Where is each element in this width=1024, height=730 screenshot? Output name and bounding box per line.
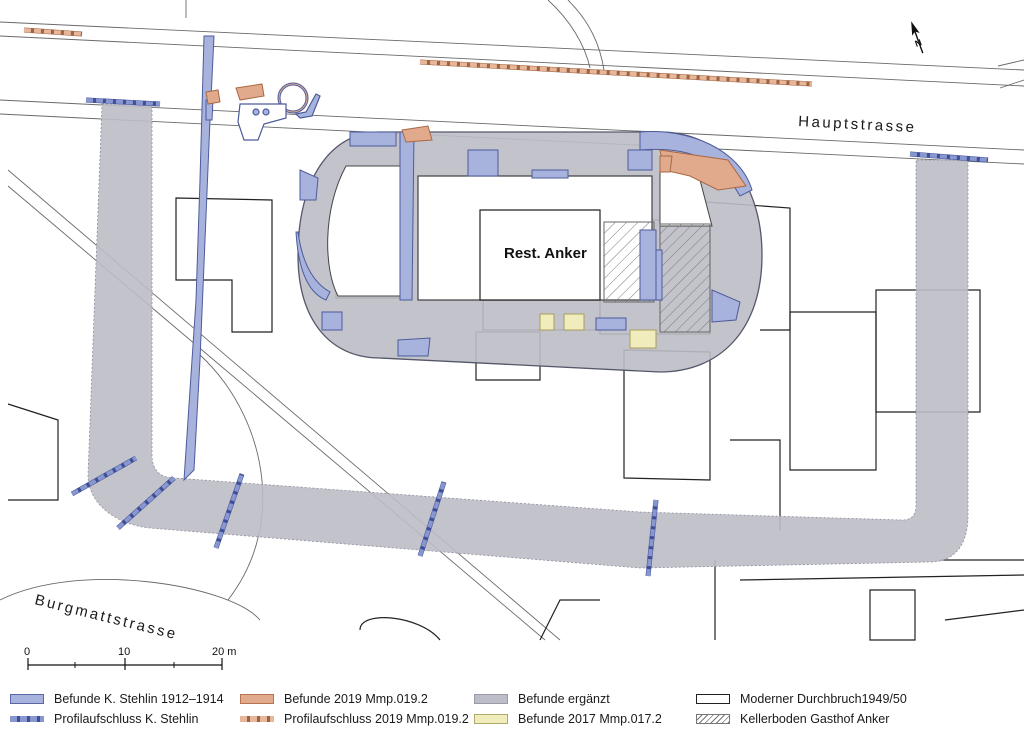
scale-label-0: 0 — [24, 646, 30, 658]
building-label-rest-anker: Rest. Anker — [504, 245, 587, 262]
legend-label: Befunde 2019 Mmp.019.2 — [284, 692, 428, 706]
legend-label: Profilaufschluss 2019 Mmp.019.2 — [284, 712, 469, 726]
legend-item-stehlin: Befunde K. Stehlin 1912–1914 — [10, 690, 224, 708]
legend-label: Kellerboden Gasthof Anker — [740, 712, 890, 726]
street-label-hauptstrasse: Hauptstrasse — [798, 113, 917, 136]
legend-item-durchbruch: Moderner Durchbruch1949/50 — [696, 690, 907, 708]
legend-label: Profilaufschluss K. Stehlin — [54, 712, 199, 726]
legend-swatch-yellow — [474, 714, 508, 724]
scale-label-20m: 20 m — [212, 646, 236, 658]
legend-label: Befunde ergänzt — [518, 692, 610, 706]
legend-swatch-white — [696, 694, 730, 704]
legend-swatch-orange — [240, 694, 274, 704]
legend-label: Befunde K. Stehlin 1912–1914 — [54, 692, 224, 706]
profiles-2019 — [23, 27, 813, 87]
legend-swatch-blue — [10, 694, 44, 704]
legend-item-kellerboden: Kellerboden Gasthof Anker — [696, 710, 889, 728]
legend-swatch-blue-dashed — [10, 716, 44, 722]
scale-bar: 0 10 20 m — [24, 646, 236, 670]
stehlin-profiles — [70, 97, 989, 577]
legend-label: Moderner Durchbruch1949/50 — [740, 692, 907, 706]
legend-item-2017: Befunde 2017 Mmp.017.2 — [474, 710, 662, 728]
round-structure — [237, 82, 321, 141]
findings-2017 — [539, 313, 657, 349]
legend-item-stehlin-profile: Profilaufschluss K. Stehlin — [10, 710, 199, 728]
legend-item-erganzt: Befunde ergänzt — [474, 690, 610, 708]
findings-2019 — [205, 83, 747, 191]
fortification-oval — [297, 131, 763, 373]
north-arrow-icon: N — [911, 21, 924, 54]
reconstructed-findings — [87, 103, 969, 569]
legend-item-2019-profile: Profilaufschluss 2019 Mmp.019.2 — [240, 710, 469, 728]
street-label-burgmattstrasse: Burgmattstrasse — [33, 591, 179, 643]
legend-label: Befunde 2017 Mmp.017.2 — [518, 712, 662, 726]
map-legend: Befunde K. Stehlin 1912–1914 Profilaufsc… — [0, 684, 1024, 730]
legend-swatch-orange-dashed — [240, 716, 274, 722]
stehlin-findings — [183, 35, 753, 482]
legend-swatch-gray — [474, 694, 508, 704]
svg-text:N: N — [914, 37, 924, 49]
legend-swatch-hatch — [696, 714, 730, 724]
scale-label-10: 10 — [118, 646, 130, 658]
legend-item-2019: Befunde 2019 Mmp.019.2 — [240, 690, 428, 708]
